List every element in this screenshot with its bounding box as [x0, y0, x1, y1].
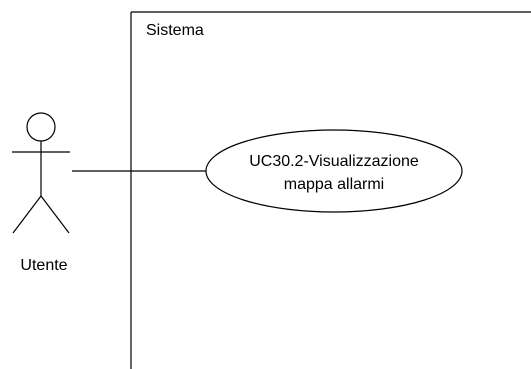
actor-stick-figure-icon — [12, 112, 70, 234]
system-boundary — [130, 11, 531, 369]
use-case-label-line2: mappa allarmi — [284, 176, 384, 193]
actor-label: Utente — [20, 257, 67, 274]
actor-right-leg — [40, 195, 70, 234]
actor-head — [26, 112, 56, 142]
use-case-ellipse[interactable] — [205, 129, 463, 213]
actor-left-leg — [12, 195, 42, 234]
system-label: Sistema — [146, 22, 204, 39]
use-case-label-line1: UC30.2-Visualizzazione — [249, 153, 419, 170]
